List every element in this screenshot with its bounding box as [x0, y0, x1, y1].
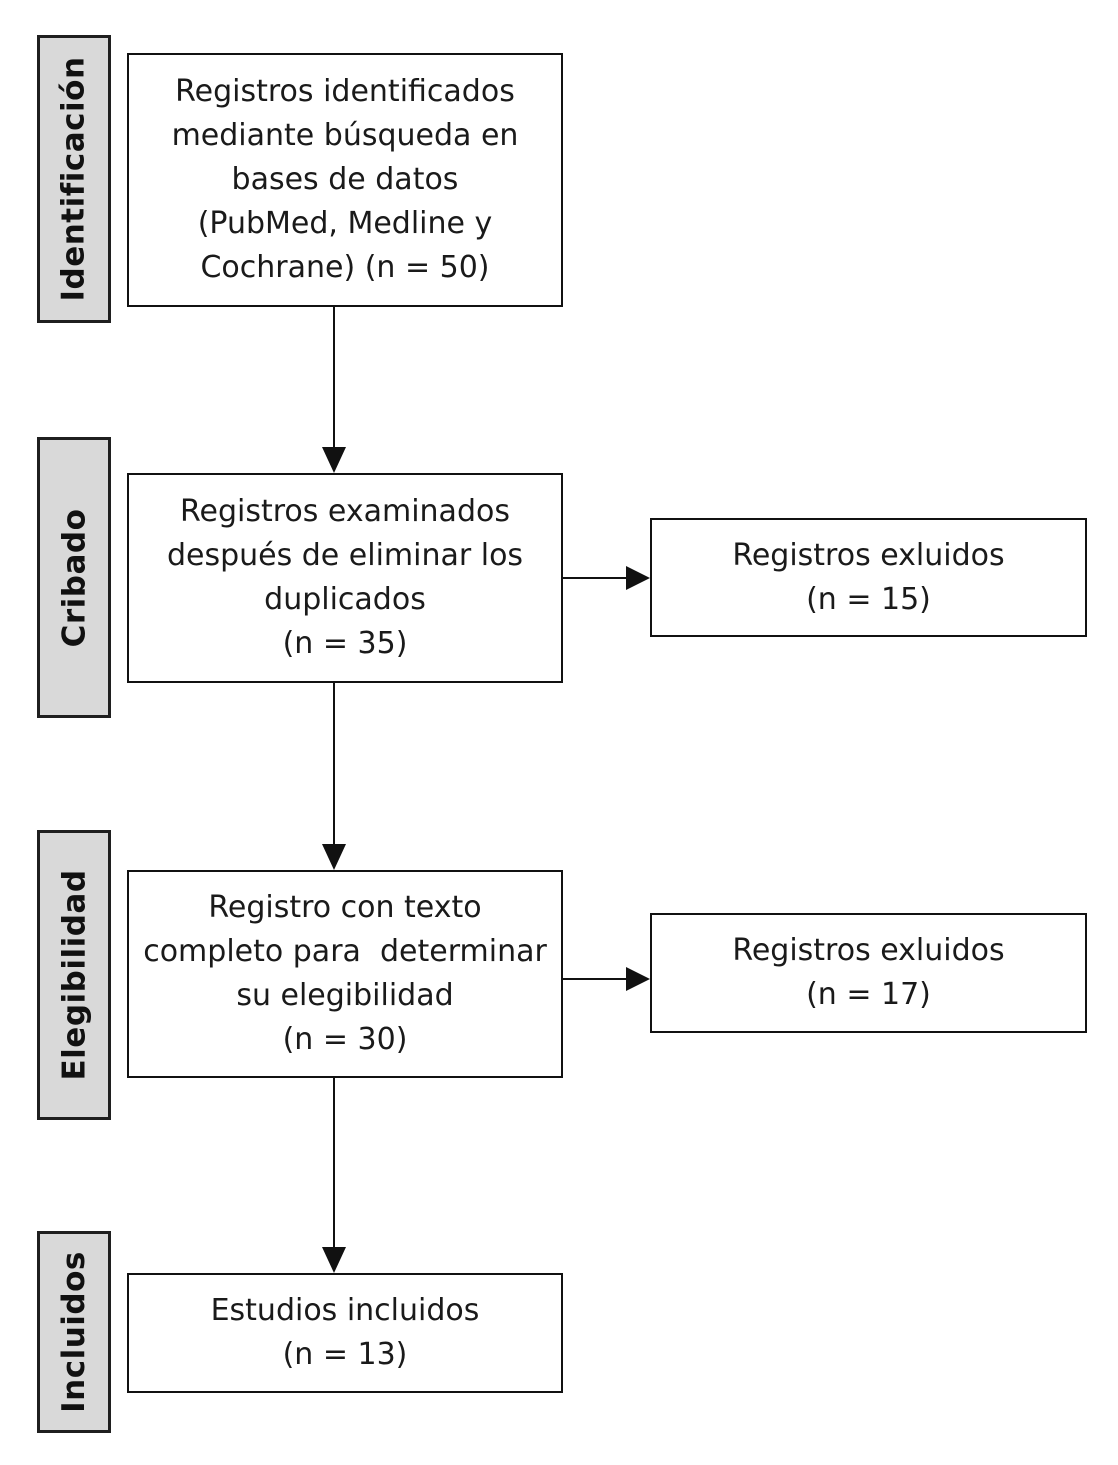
- stage-included: Incluidos: [37, 1231, 111, 1433]
- stage-screening-label: Cribado: [56, 508, 93, 647]
- box-records-identified: Registros identificados mediante búsqued…: [127, 53, 563, 307]
- arrow-down-icon: [322, 447, 346, 473]
- arrow-fulltext-to-included: [322, 1078, 346, 1273]
- box-records-screened-text: Registros examinados después de eliminar…: [166, 494, 524, 661]
- arrow-line: [333, 683, 335, 848]
- arrow-line: [563, 577, 630, 579]
- arrow-right-icon: [626, 967, 650, 991]
- box-records-excluded-screening-text: Registros exluidos (n = 15): [732, 537, 1005, 617]
- stage-identification-label: Identificación: [56, 56, 93, 302]
- arrow-screened-to-fulltext: [322, 683, 346, 870]
- stage-eligibility-label: Elegibilidad: [56, 869, 93, 1081]
- stage-eligibility: Elegibilidad: [37, 830, 111, 1120]
- stage-included-label: Incluidos: [56, 1251, 92, 1413]
- arrow-screened-to-excluded: [563, 566, 650, 590]
- stage-screening: Cribado: [37, 437, 111, 718]
- box-records-screened: Registros examinados después de eliminar…: [127, 473, 563, 683]
- box-fulltext-assessed: Registro con texto completo para determi…: [127, 870, 563, 1078]
- arrow-right-icon: [626, 566, 650, 590]
- arrow-line: [333, 1078, 335, 1251]
- box-records-excluded-screening: Registros exluidos (n = 15): [650, 518, 1087, 637]
- arrow-line: [563, 978, 630, 980]
- box-records-identified-text: Registros identificados mediante búsqued…: [171, 74, 519, 285]
- box-studies-included: Estudios incluidos (n = 13): [127, 1273, 563, 1393]
- box-fulltext-assessed-text: Registro con texto completo para determi…: [143, 890, 547, 1057]
- arrow-down-icon: [322, 1247, 346, 1273]
- arrow-identified-to-screened: [322, 307, 346, 473]
- box-records-excluded-fulltext-text: Registros exluidos (n = 17): [732, 933, 1005, 1012]
- stage-identification: Identificación: [37, 35, 111, 323]
- box-studies-included-text: Estudios incluidos (n = 13): [210, 1293, 480, 1372]
- arrow-down-icon: [322, 844, 346, 870]
- box-records-excluded-fulltext: Registros exluidos (n = 17): [650, 913, 1087, 1033]
- arrow-fulltext-to-excluded: [563, 967, 650, 991]
- arrow-line: [333, 307, 335, 451]
